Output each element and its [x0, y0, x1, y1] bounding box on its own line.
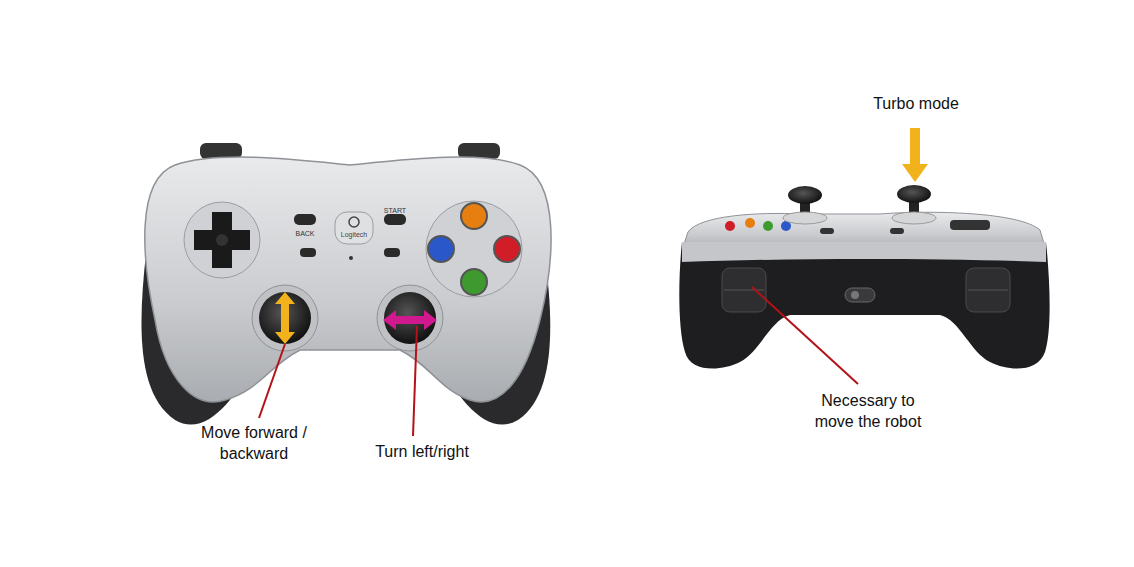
turbo-arrow — [902, 128, 928, 182]
dpad-edge — [950, 220, 990, 230]
trigger-divider — [724, 290, 764, 291]
small-button — [820, 228, 834, 234]
right-trigger — [966, 268, 1010, 312]
face-button — [461, 203, 487, 229]
face-button — [494, 236, 520, 262]
stick-collar — [892, 212, 936, 224]
dpad-center — [216, 234, 228, 246]
left-stick — [259, 292, 311, 344]
vibration-button — [384, 248, 400, 257]
leader-line — [413, 326, 417, 436]
stick-well — [377, 285, 443, 351]
face-button — [461, 269, 487, 295]
switch-knob — [851, 291, 859, 299]
face-button — [745, 218, 755, 228]
face-button — [763, 221, 773, 231]
dpad — [194, 212, 250, 268]
leader-line — [752, 287, 858, 384]
callout-label: Turbo mode — [846, 94, 986, 115]
left-trigger — [722, 268, 766, 312]
stick-collar — [783, 212, 827, 224]
small-button — [890, 228, 904, 234]
callout-label: Turn left/right — [342, 442, 502, 463]
button-label: START — [384, 207, 406, 214]
left-stick — [788, 186, 822, 204]
trigger-divider — [968, 290, 1008, 291]
logo-badge — [335, 212, 373, 244]
logo-mark — [349, 217, 359, 227]
brand-label: Logitech — [341, 231, 367, 238]
front-gamepad — [141, 143, 551, 436]
face-button — [428, 236, 454, 262]
face-button — [725, 221, 735, 231]
stick-well — [252, 285, 318, 351]
right-stick — [384, 292, 436, 344]
back-button — [294, 214, 316, 225]
right-stick — [897, 185, 931, 203]
left-right-arrow — [383, 310, 437, 330]
callout-label: Necessary to move the robot — [803, 391, 933, 433]
start-button — [384, 214, 406, 225]
gamepad-rear-body — [679, 242, 1049, 369]
gamepad-rim — [682, 242, 1046, 262]
leader-line — [259, 344, 285, 418]
mode-button — [300, 248, 316, 257]
mode-led — [349, 256, 353, 260]
face-button-well — [426, 201, 522, 297]
gamepad-body — [145, 157, 551, 402]
dpad-well — [184, 202, 260, 278]
button-label: BACK — [295, 230, 314, 237]
callout-label: Move forward / backward — [169, 423, 339, 465]
rear-gamepad — [679, 128, 1049, 384]
mode-switch — [845, 288, 875, 302]
forward-backward-arrow — [275, 292, 295, 344]
